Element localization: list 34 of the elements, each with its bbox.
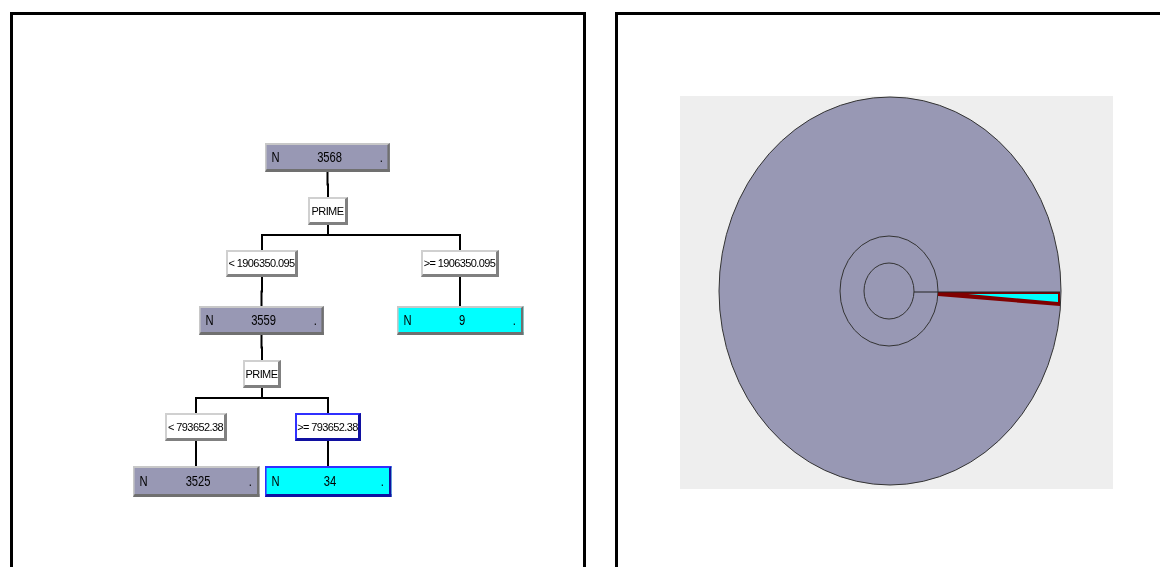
count-label: N [205,312,214,328]
split-box: >= 793652.38 [295,413,361,441]
count-box [199,306,324,335]
split-box: < 793652.38 [165,413,227,441]
count-mark: . [313,312,317,328]
count-label: N [139,473,148,489]
count-value: 3568 [316,149,344,165]
split-box: PRIME [308,197,348,225]
count-label: N [271,473,280,489]
count-box [265,143,390,172]
count-value: 9 [458,312,467,328]
split-box: >= 1906350.095 [421,250,499,277]
connector-line [459,276,461,307]
count-mark: . [379,149,383,165]
count-mark: . [380,473,384,489]
count-value: 3525 [184,473,212,489]
connector-line [326,171,329,198]
connector-line [195,440,197,467]
count-box [397,306,523,335]
split-box: PRIME [243,360,281,388]
connector-line [327,224,461,251]
count-label: N [403,312,412,328]
connector-line [261,387,329,414]
count-mark: . [512,312,516,328]
count-box [133,466,259,497]
count-label: N [271,149,280,165]
connector-line [260,334,263,361]
count-box [265,466,391,497]
count-value: 3559 [250,312,278,328]
connector-line [260,276,263,307]
split-box: < 1906350.095 [226,250,298,277]
count-value: 34 [322,473,338,489]
count-mark: . [248,473,252,489]
connector-line [327,440,329,467]
